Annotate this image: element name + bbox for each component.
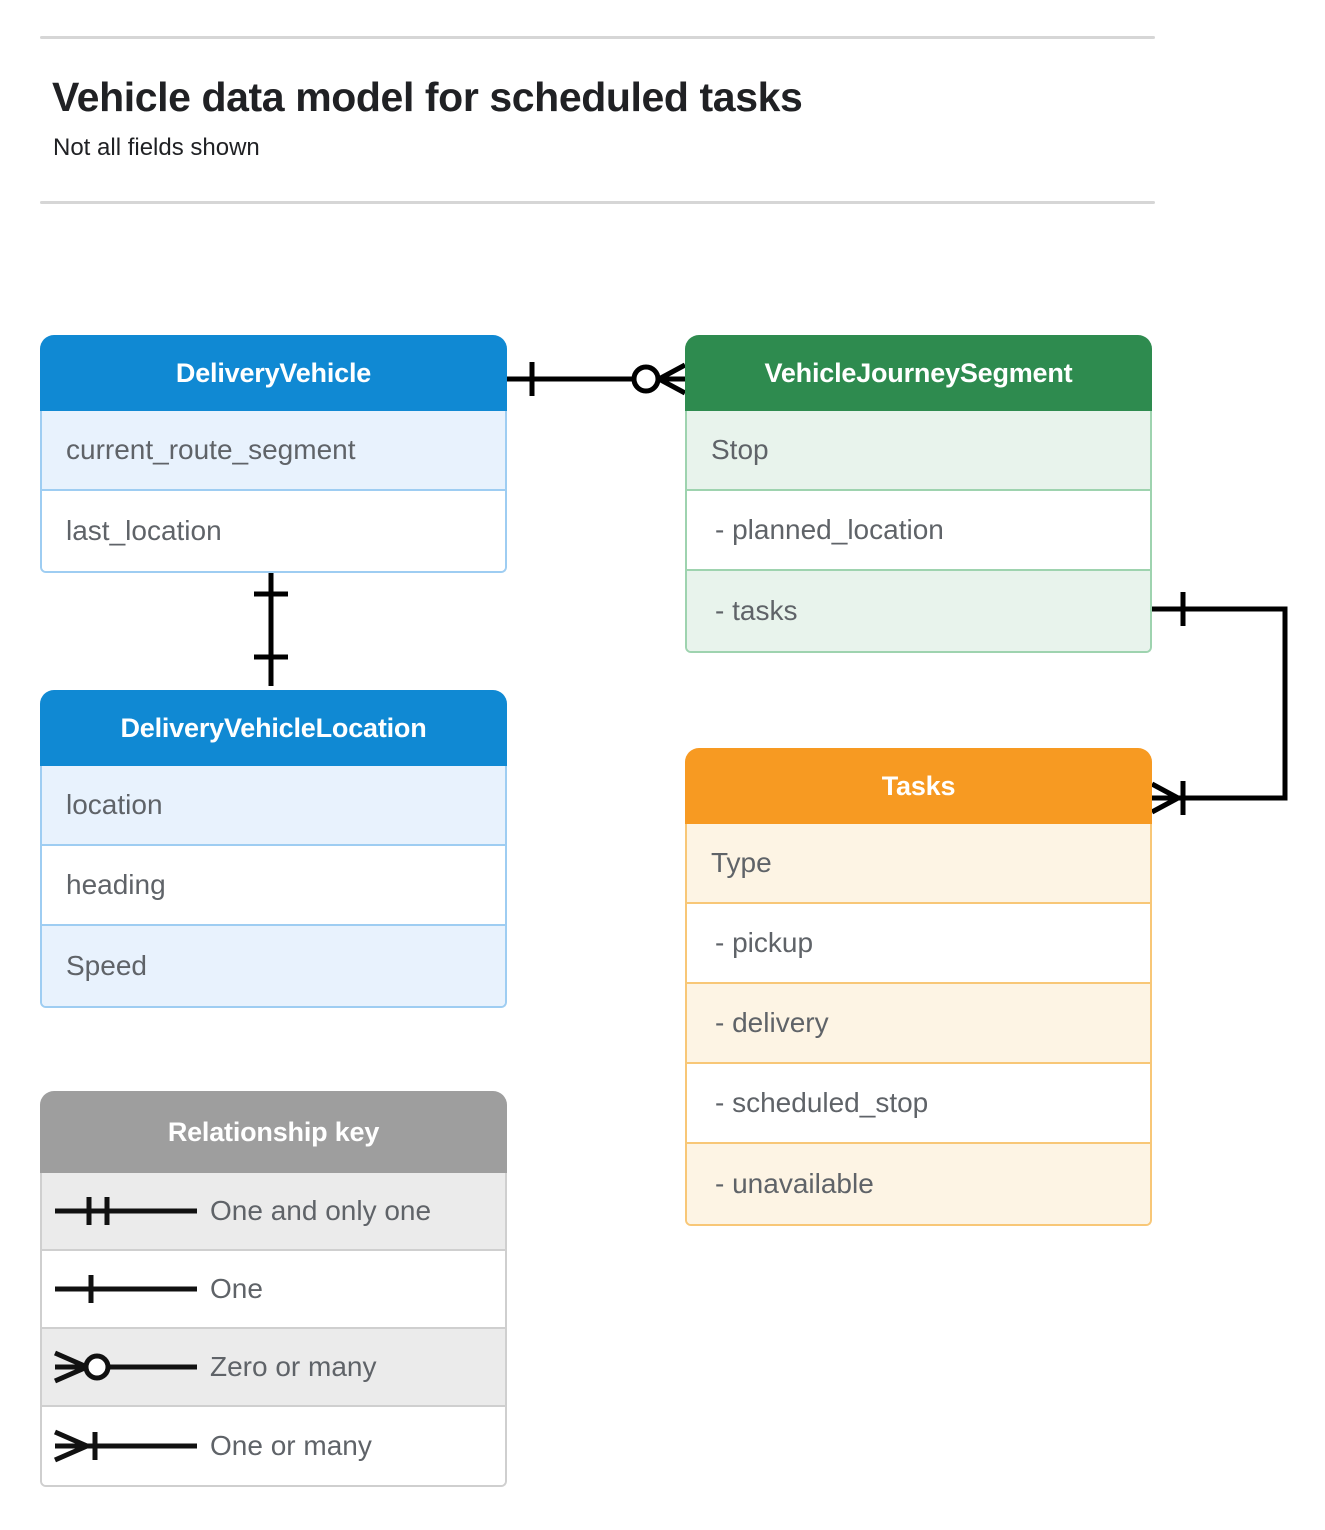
entity-delivery-vehicle-location[interactable]: DeliveryVehicleLocation location heading… xyxy=(40,690,507,1008)
field-row[interactable]: Stop xyxy=(687,411,1150,491)
crowfoot-many-upper-vjs xyxy=(657,362,687,382)
crowfoot-many-lower-tasks xyxy=(1150,795,1180,815)
field-row[interactable]: Type xyxy=(687,824,1150,904)
header-divider-top xyxy=(40,36,1155,39)
page-title: Vehicle data model for scheduled tasks xyxy=(52,74,803,120)
entity-vehicle-journey-segment[interactable]: VehicleJourneySegment Stop - planned_loc… xyxy=(685,335,1152,653)
field-row[interactable]: heading xyxy=(42,846,505,926)
legend-item[interactable]: One or many xyxy=(42,1407,505,1485)
legend-item[interactable]: One and only one xyxy=(42,1173,505,1251)
field-row[interactable]: - planned_location xyxy=(687,491,1150,571)
legend-title: Relationship key xyxy=(40,1091,507,1173)
entity-vehicle-journey-segment-fields: Stop - planned_location - tasks xyxy=(685,411,1152,653)
entity-tasks[interactable]: Tasks Type - pickup - delivery - schedul… xyxy=(685,748,1152,1226)
entity-vehicle-journey-segment-title: VehicleJourneySegment xyxy=(685,335,1152,411)
field-row[interactable]: - tasks xyxy=(687,571,1150,651)
legend-item-label: One or many xyxy=(210,1430,372,1461)
page-subtitle: Not all fields shown xyxy=(53,134,260,161)
legend-rows: One and only one One xyxy=(40,1173,507,1487)
one-and-only-one-icon xyxy=(42,1191,210,1231)
legend-item[interactable]: Zero or many xyxy=(42,1329,505,1407)
crowfoot-zero-circle-vjs xyxy=(631,364,661,394)
field-row[interactable]: - delivery xyxy=(687,984,1150,1064)
entity-tasks-title: Tasks xyxy=(685,748,1152,824)
crowfoot-many-upper-tasks xyxy=(1150,781,1180,801)
legend-item-label: Zero or many xyxy=(210,1351,377,1382)
zero-or-many-icon xyxy=(42,1347,210,1387)
one-or-many-icon xyxy=(42,1426,210,1466)
entity-delivery-vehicle-title: DeliveryVehicle xyxy=(40,335,507,411)
header-divider-bottom xyxy=(40,201,1155,204)
connector-line-vjs-tasks xyxy=(1152,606,1288,801)
one-icon xyxy=(42,1269,210,1309)
legend-item-label: One and only one xyxy=(210,1195,432,1226)
field-row[interactable]: - unavailable xyxy=(687,1144,1150,1224)
field-row[interactable]: Speed xyxy=(42,926,505,1006)
field-row[interactable]: location xyxy=(42,766,505,846)
legend-relationship-key[interactable]: Relationship key One and only one xyxy=(40,1091,507,1487)
field-row[interactable]: - pickup xyxy=(687,904,1150,984)
field-row[interactable]: last_location xyxy=(42,491,505,571)
field-row[interactable]: - scheduled_stop xyxy=(687,1064,1150,1144)
field-row[interactable]: current_route_segment xyxy=(42,411,505,491)
entity-delivery-vehicle-location-title: DeliveryVehicleLocation xyxy=(40,690,507,766)
legend-item-label: One xyxy=(210,1273,263,1304)
entity-delivery-vehicle[interactable]: DeliveryVehicle current_route_segment la… xyxy=(40,335,507,573)
legend-item[interactable]: One xyxy=(42,1251,505,1329)
crowfoot-many-lower-vjs xyxy=(657,376,687,396)
entity-tasks-fields: Type - pickup - delivery - scheduled_sto… xyxy=(685,824,1152,1226)
entity-delivery-vehicle-location-fields: location heading Speed xyxy=(40,766,507,1008)
entity-delivery-vehicle-fields: current_route_segment last_location xyxy=(40,411,507,573)
